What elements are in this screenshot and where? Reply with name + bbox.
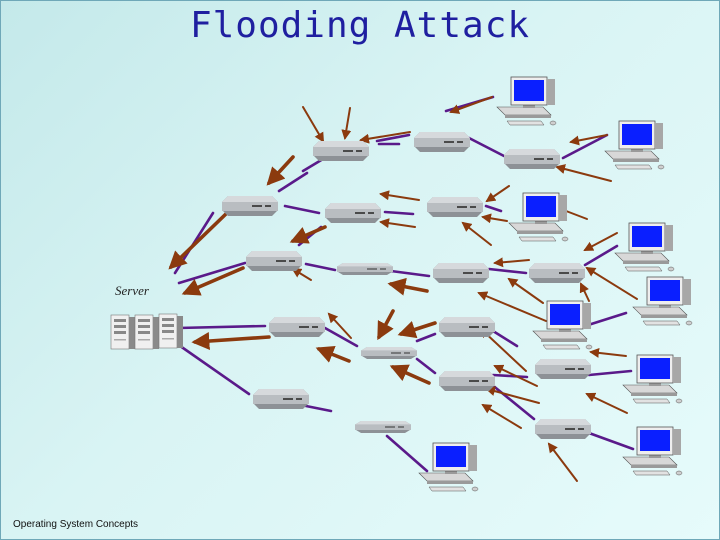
flood-arrows xyxy=(168,155,437,385)
computer-icon xyxy=(604,120,665,170)
computer-icon xyxy=(622,354,683,404)
router-icon xyxy=(355,421,411,433)
footer-text: Operating System Concepts xyxy=(13,519,139,530)
router-icon xyxy=(313,141,369,161)
computer-icon xyxy=(508,192,569,242)
server-rack-icon xyxy=(110,313,184,350)
computer-icon xyxy=(614,222,675,272)
router-icon xyxy=(439,371,495,391)
router-icon xyxy=(529,263,585,283)
router-icon xyxy=(269,317,325,337)
router-icon xyxy=(246,251,302,271)
computer-icon xyxy=(632,276,693,326)
network-links xyxy=(171,95,635,473)
page-title: Flooding Attack xyxy=(189,5,531,46)
router-icon xyxy=(414,132,470,152)
router-icon xyxy=(535,359,591,379)
router-icon xyxy=(337,263,393,275)
server-label: Server xyxy=(115,283,149,298)
router-icon xyxy=(439,317,495,337)
router-icon xyxy=(361,347,417,359)
computer-icon xyxy=(532,300,593,350)
router-icon xyxy=(222,196,278,216)
router-icon xyxy=(427,197,483,217)
router-icon xyxy=(433,263,489,283)
router-icon xyxy=(253,389,309,409)
router-icon xyxy=(325,203,381,223)
computer-icon xyxy=(622,426,683,476)
router-icon xyxy=(535,419,591,439)
router-icon xyxy=(504,149,560,169)
attack-arrows xyxy=(291,96,638,482)
computer-icon xyxy=(418,442,479,492)
computer-icon xyxy=(496,76,557,126)
